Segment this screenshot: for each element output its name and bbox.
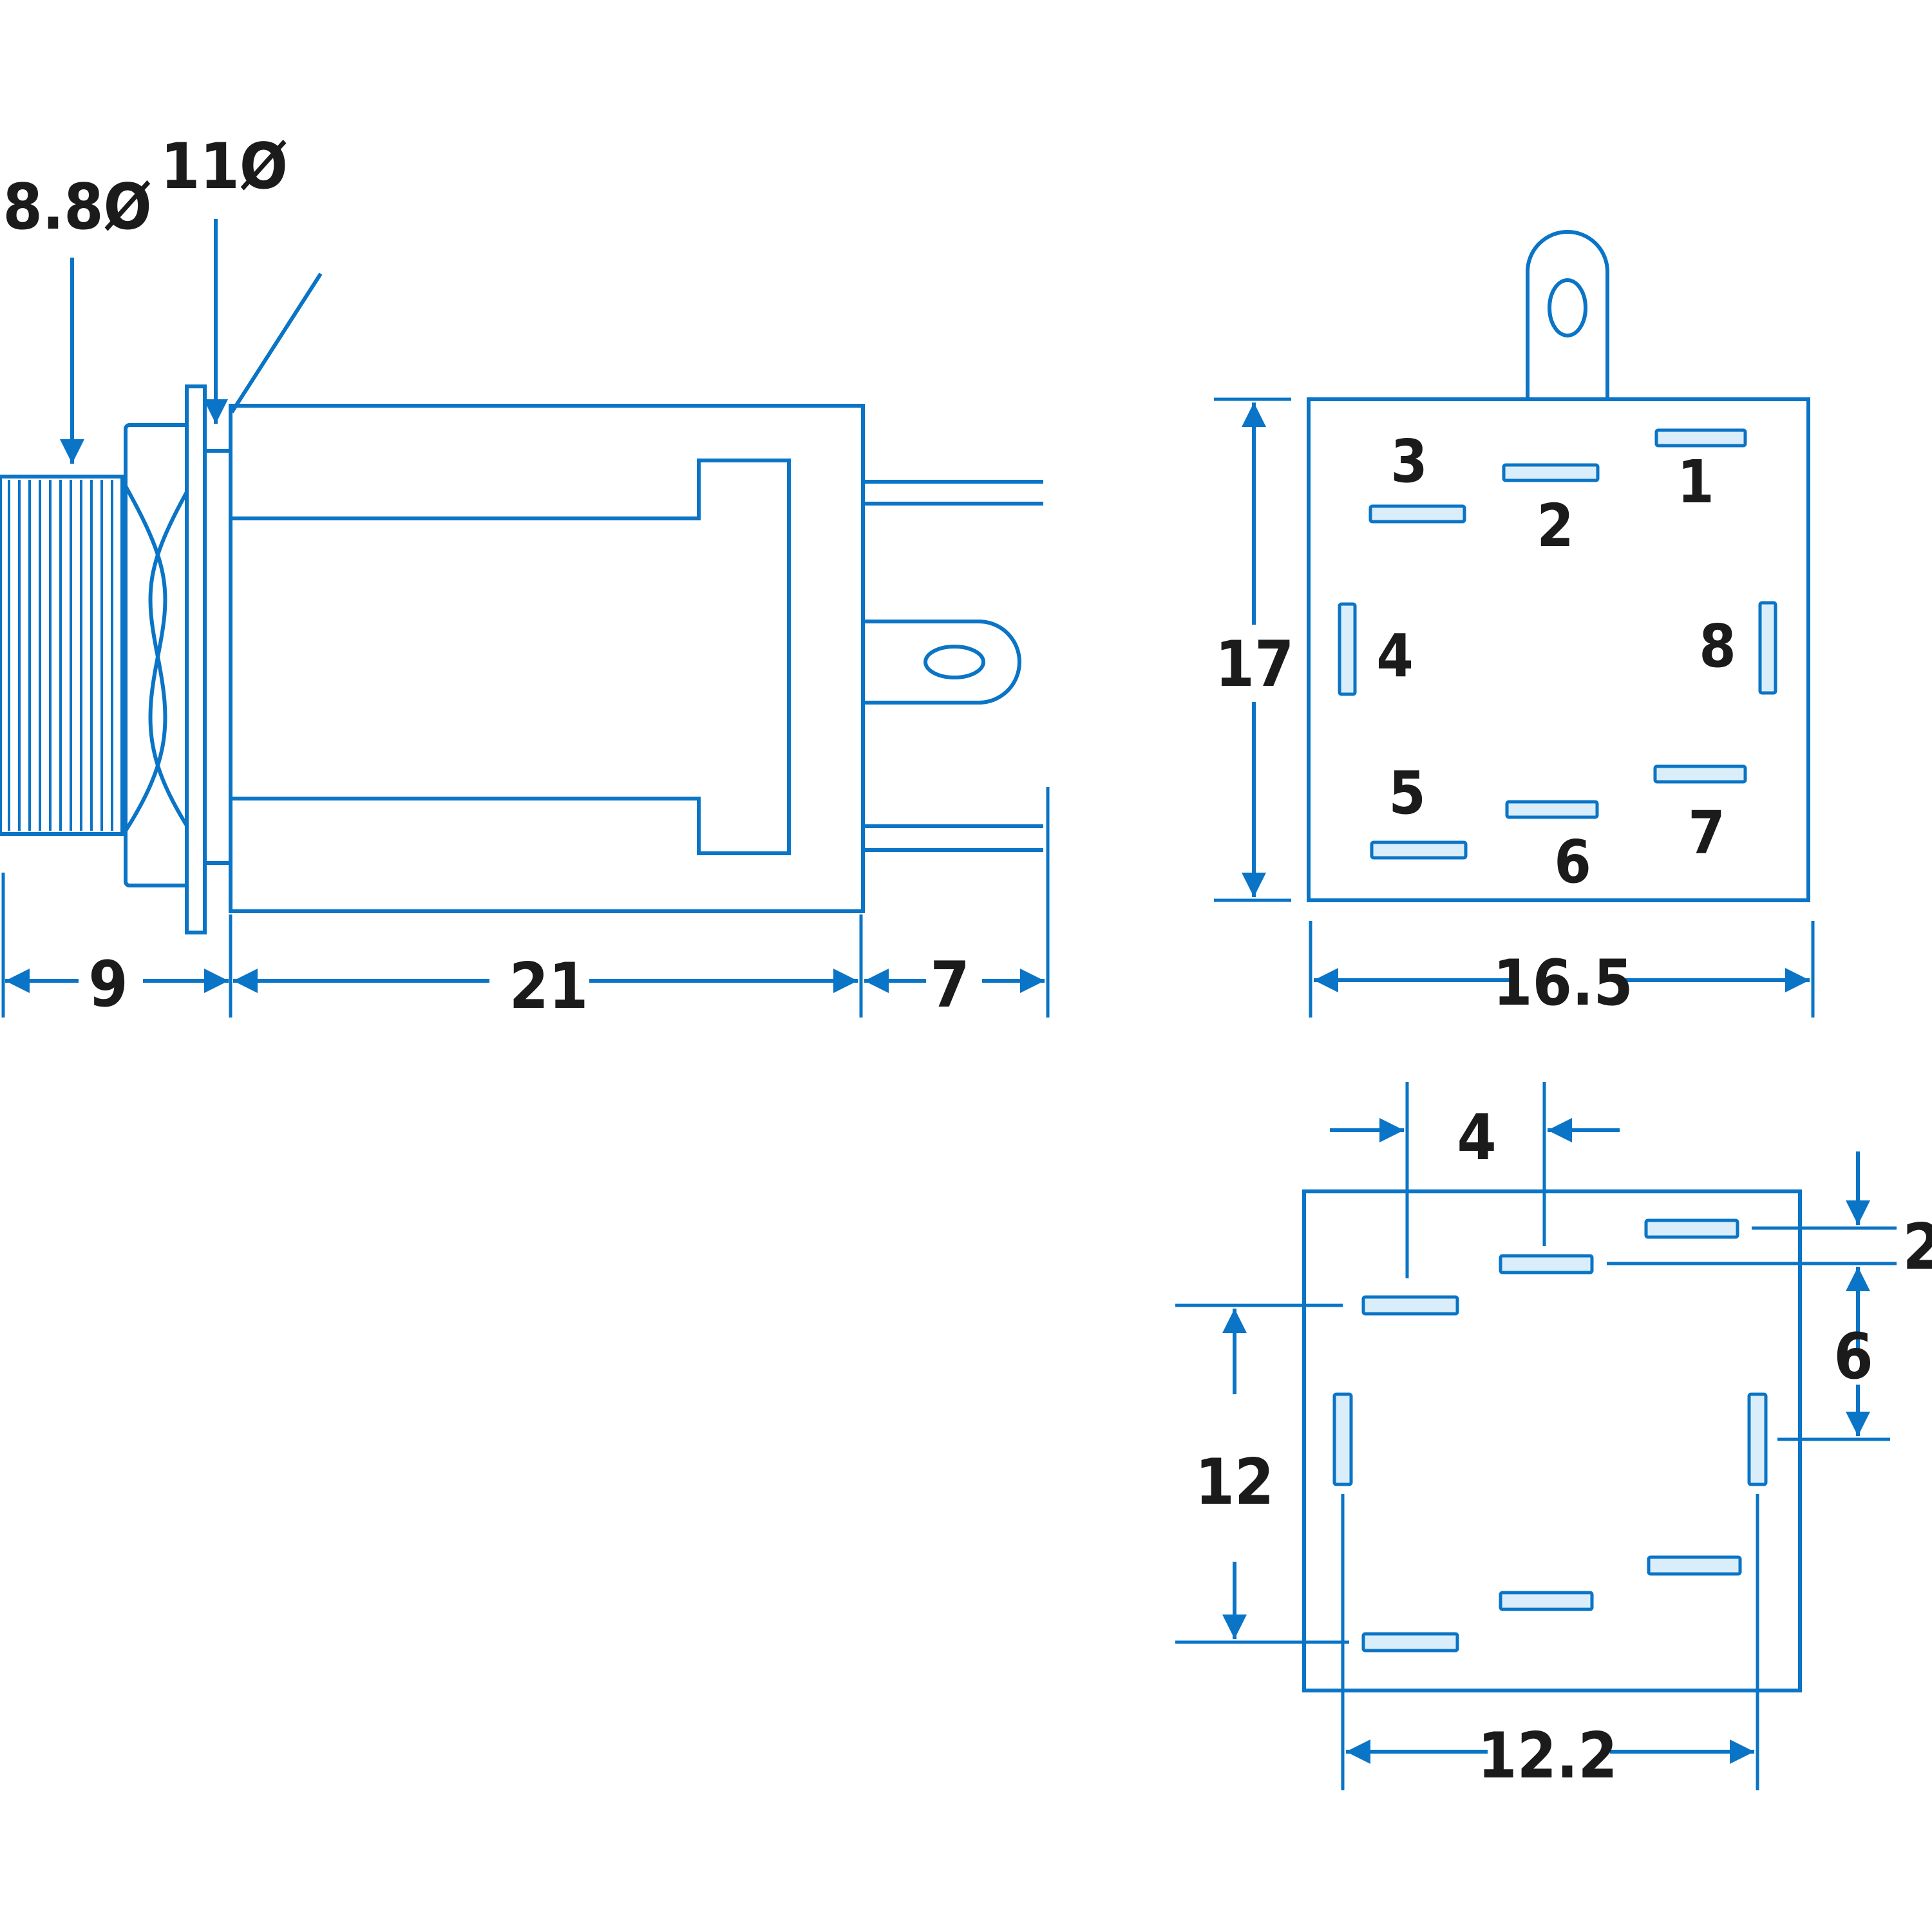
flange-angled-leader (230, 272, 323, 413)
jack-body (229, 404, 865, 913)
pcb-pads (1332, 1218, 1768, 1653)
pin-label-2: 2 (1537, 491, 1574, 560)
pin-3 (1368, 504, 1466, 524)
pin-4 (1338, 602, 1357, 696)
pcb-layout-labels: 4 2 6 12 12.2 (1195, 1101, 1932, 1793)
pin-6 (1505, 800, 1599, 819)
pin-length-label: 7 (930, 949, 969, 1022)
pin-pitch-label: 4 (1457, 1101, 1496, 1175)
pcb-layout-view (1175, 1082, 1897, 1790)
side-view (0, 219, 1050, 1018)
vertical-span-label: 12 (1195, 1446, 1274, 1519)
pad-3 (1361, 1295, 1459, 1316)
side-view-labels: 8.8Ø 11Ø 9 21 7 (3, 130, 969, 1023)
rear-extension-lines (1214, 397, 1815, 1018)
rear-pins (1338, 428, 1777, 860)
pin-label-5: 5 (1388, 759, 1426, 828)
thread-length-label: 9 (88, 948, 128, 1021)
pcb-extension-lines (1175, 1082, 1897, 1790)
top-offset-label: 2 (1902, 1211, 1932, 1284)
rear-mounting-tab (1526, 230, 1609, 399)
pin-label-8: 8 (1699, 612, 1736, 681)
pin-8 (1758, 601, 1777, 695)
pin-label-6: 6 (1554, 828, 1591, 896)
pin-1 (1654, 428, 1747, 448)
horizontal-span-label: 12.2 (1477, 1719, 1618, 1793)
washer-flange (185, 384, 207, 934)
pin-label-4: 4 (1376, 621, 1414, 690)
rear-view-labels: 3 2 1 4 8 5 6 7 17 16.5 (1215, 427, 1736, 1020)
rear-view (1214, 230, 1815, 1018)
pin-5 (1370, 840, 1468, 860)
pin-label-1: 1 (1677, 448, 1714, 516)
pin-2 (1502, 463, 1600, 482)
side-terminals (863, 480, 1043, 852)
pcb-dimension-lines (1222, 1118, 1870, 1764)
body-length-label: 21 (509, 950, 589, 1023)
thread-diameter-label: 8.8Ø (3, 171, 151, 244)
width-dim-label: 16.5 (1493, 947, 1633, 1020)
hex-nut (124, 423, 192, 887)
pin-7 (1653, 764, 1747, 784)
right-offset-label: 6 (1833, 1320, 1873, 1394)
pad-1 (1644, 1218, 1739, 1239)
pin-label-3: 3 (1390, 427, 1428, 496)
side-extension-lines (1, 787, 1050, 1018)
threaded-bushing (0, 475, 124, 836)
pad-6 (1499, 1591, 1594, 1611)
mounting-plate (203, 449, 232, 865)
pin-label-7: 7 (1688, 799, 1725, 867)
height-dim-label: 17 (1215, 628, 1294, 701)
rear-dimension-lines (1242, 402, 1810, 992)
pad-7 (1647, 1555, 1742, 1576)
flange-diameter-label: 11Ø (160, 130, 288, 204)
pad-4 (1332, 1392, 1353, 1486)
pad-5 (1361, 1632, 1459, 1653)
pad-8 (1747, 1392, 1768, 1486)
pad-2 (1499, 1254, 1594, 1274)
